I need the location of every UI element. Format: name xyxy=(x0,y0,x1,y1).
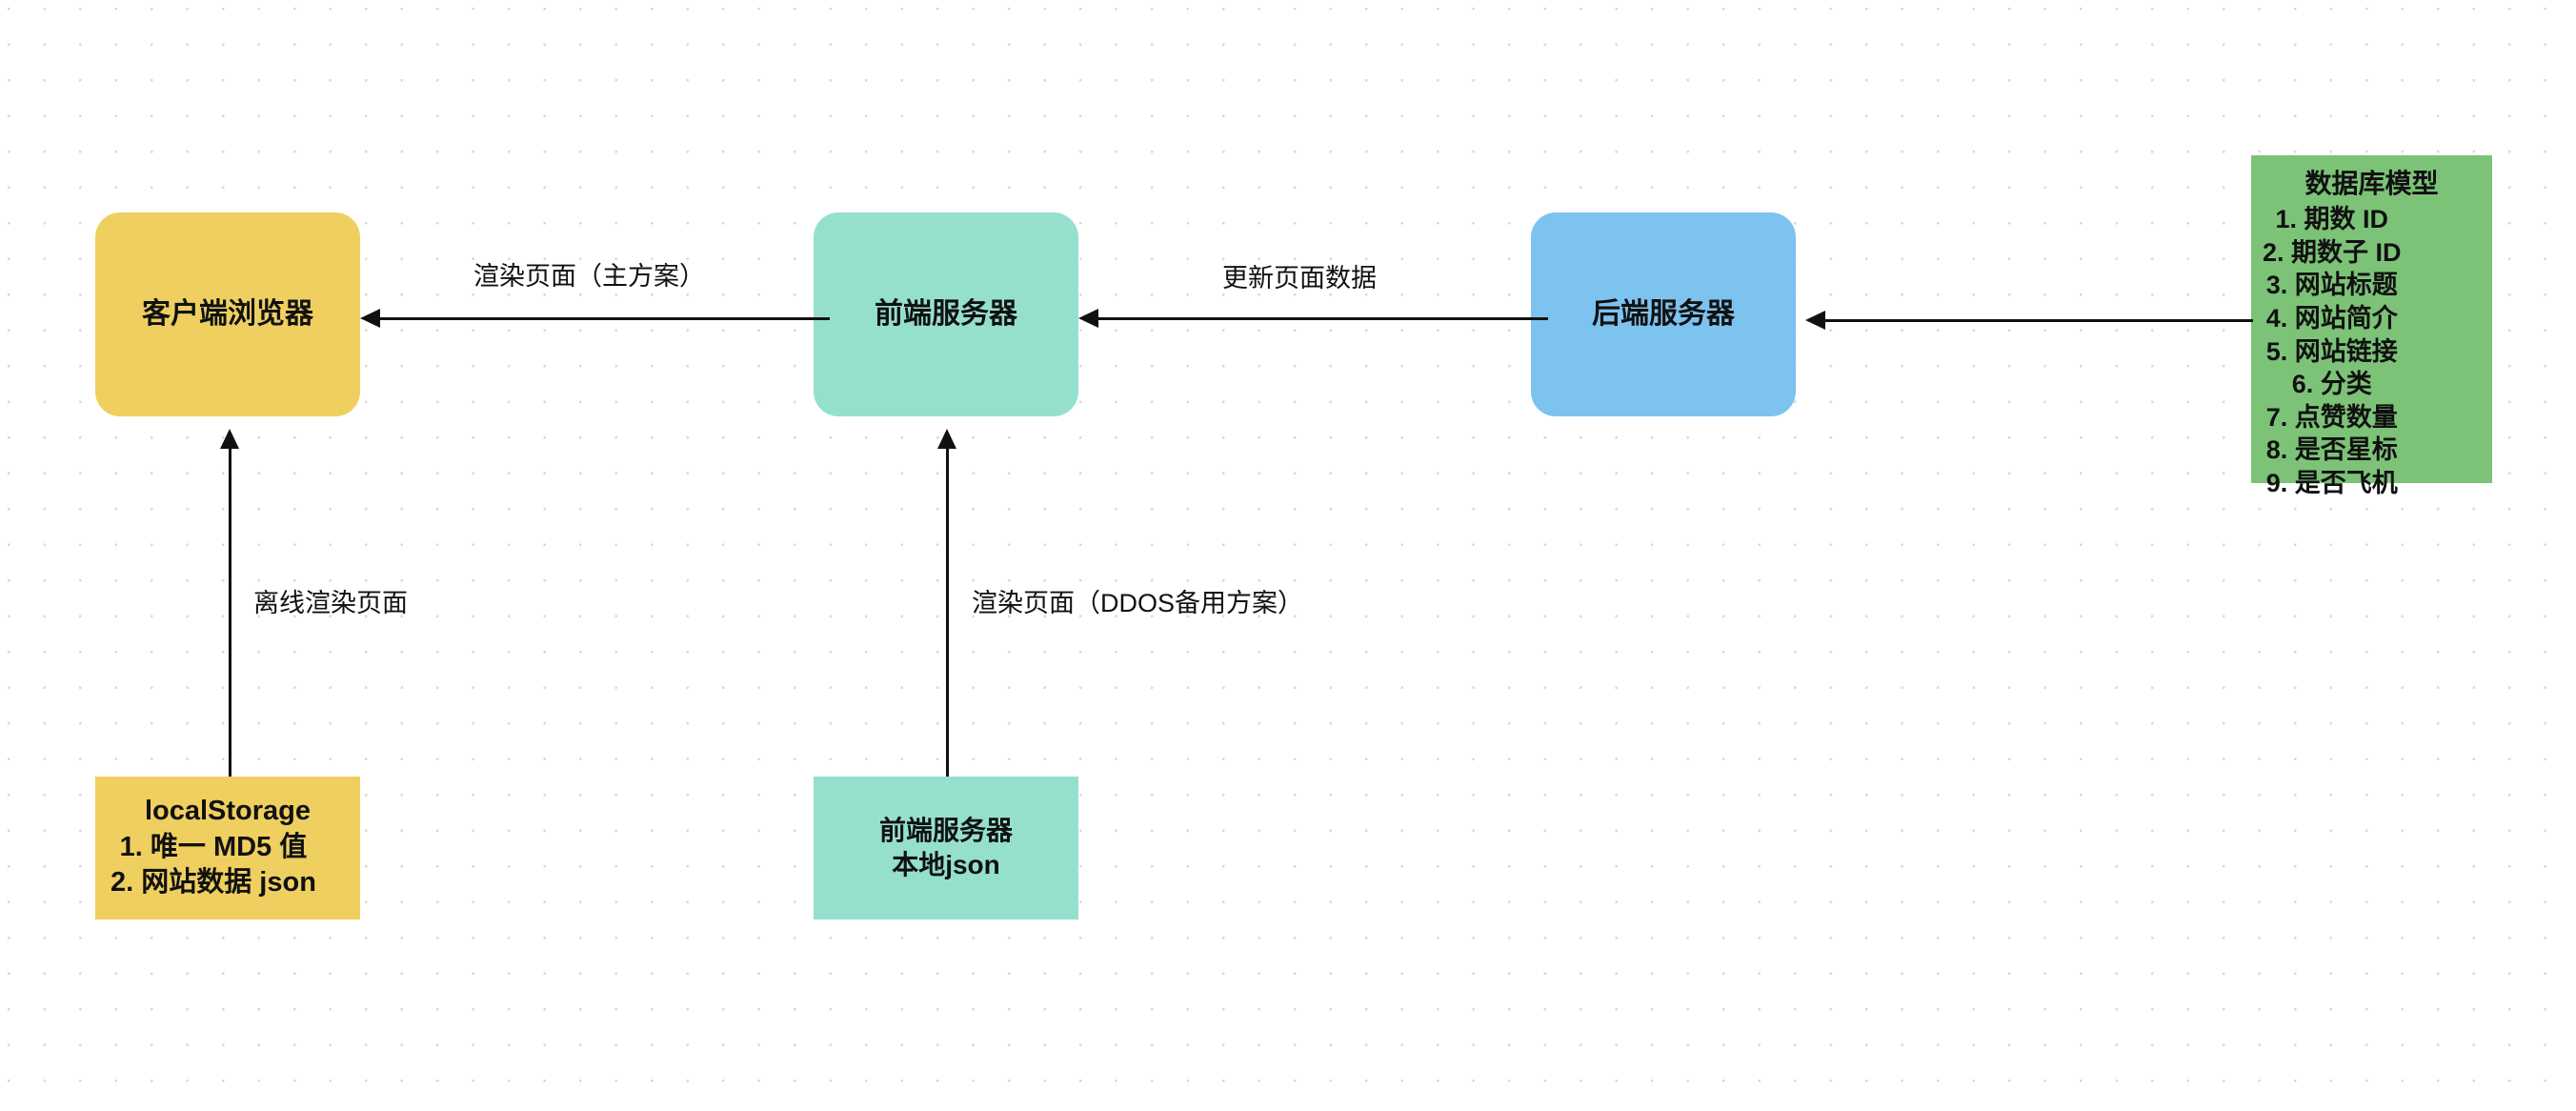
list-item: 8. 是否星标 xyxy=(2265,435,2398,465)
node-frontend-local-json-label: 前端服务器 本地json xyxy=(878,816,1013,879)
list-item: 5. 网站链接 xyxy=(2265,336,2398,366)
edge-frontend-to-client-label: 渲染页面（主方案） xyxy=(473,262,705,291)
edge-frontend-to-client xyxy=(379,317,830,320)
edge-db-to-backend xyxy=(1824,319,2253,322)
edge-frontendjson-to-frontend-label: 渲染页面（DDOS备用方案） xyxy=(972,589,1304,617)
node-client-browser[interactable]: 客户端浏览器 xyxy=(95,212,360,416)
list-item: 4. 网站简介 xyxy=(2265,304,2398,333)
edge-frontendjson-to-frontend xyxy=(946,443,949,777)
node-client-browser-label: 客户端浏览器 xyxy=(142,297,313,330)
list-item: 1. 唯一 MD5 值 xyxy=(119,831,308,862)
arrow-up-icon xyxy=(937,429,956,449)
edge-localstorage-to-client-label: 离线渲染页面 xyxy=(253,589,408,617)
node-database-model[interactable]: 数据库模型 1. 期数 ID 2. 期数子 ID 3. 网站标题 4. 网站简介… xyxy=(2251,155,2492,497)
list-item: 2. 期数子 ID xyxy=(2263,237,2402,267)
arrow-left-icon xyxy=(1078,309,1098,328)
node-local-storage[interactable]: localStorage 1. 唯一 MD5 值 2. 网站数据 json xyxy=(95,777,360,919)
arrow-left-icon xyxy=(1805,311,1825,330)
list-item: 9. 是否飞机 xyxy=(2265,468,2398,497)
list-item: 6. 分类 xyxy=(2291,370,2372,399)
node-database-model-list: 1. 期数 ID 2. 期数子 ID 3. 网站标题 4. 网站简介 5. 网站… xyxy=(2251,203,2402,499)
node-database-model-heading: 数据库模型 xyxy=(2304,169,2439,198)
node-frontend-server-label: 前端服务器 xyxy=(875,297,1017,330)
list-item: 3. 网站标题 xyxy=(2265,271,2398,300)
arrow-up-icon xyxy=(220,429,239,449)
list-item: 1. 期数 ID xyxy=(2275,205,2389,234)
list-item: 2. 网站数据 json xyxy=(111,866,316,898)
edge-backend-to-frontend-label: 更新页面数据 xyxy=(1222,264,1377,293)
node-backend-server[interactable]: 后端服务器 xyxy=(1531,212,1796,416)
edge-localstorage-to-client xyxy=(229,443,231,777)
node-backend-server-label: 后端服务器 xyxy=(1592,297,1735,330)
edge-backend-to-frontend xyxy=(1097,317,1548,320)
node-frontend-local-json[interactable]: 前端服务器 本地json xyxy=(814,777,1078,919)
node-local-storage-list: 1. 唯一 MD5 值 2. 网站数据 json xyxy=(95,830,316,900)
arrow-left-icon xyxy=(360,309,380,328)
list-item: 7. 点赞数量 xyxy=(2265,402,2398,432)
node-frontend-server[interactable]: 前端服务器 xyxy=(814,212,1078,416)
node-local-storage-heading: localStorage xyxy=(144,796,312,826)
